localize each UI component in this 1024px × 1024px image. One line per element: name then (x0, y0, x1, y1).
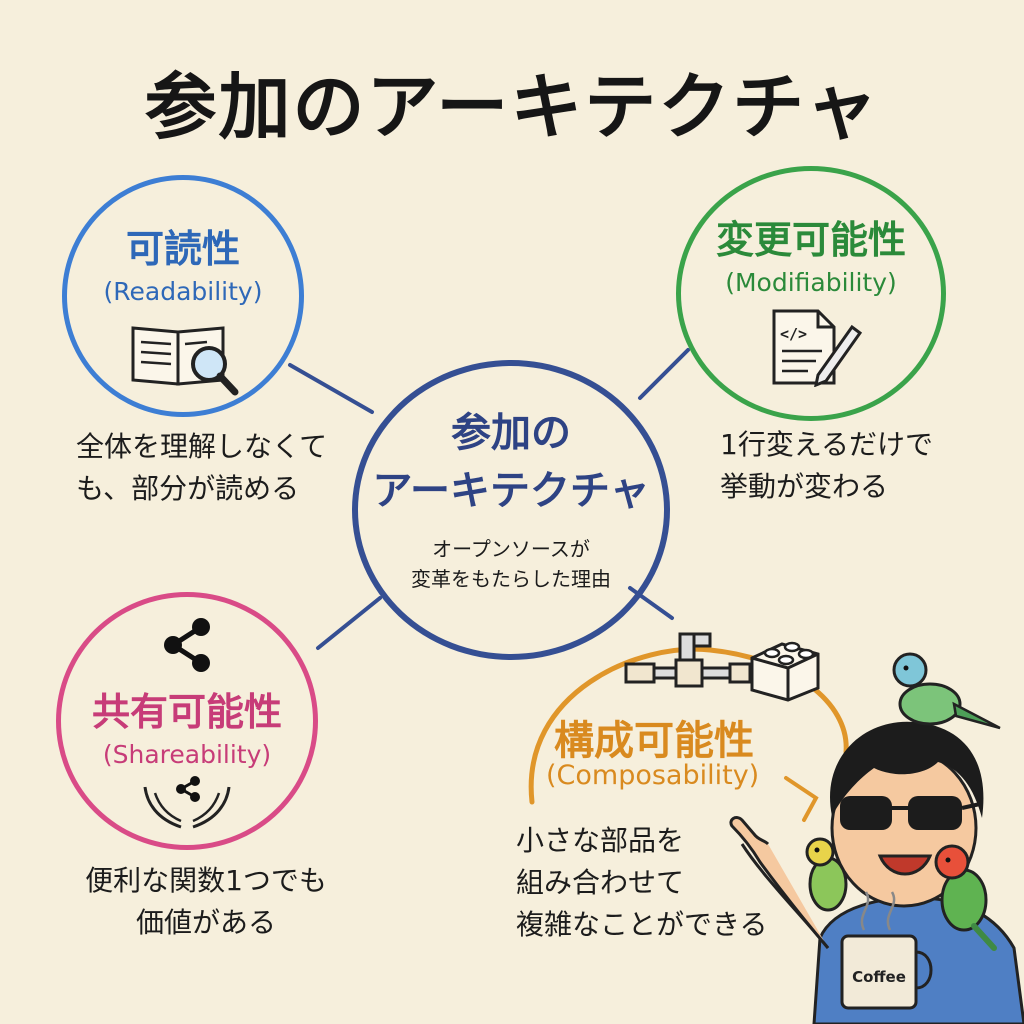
connector-shareability (316, 596, 382, 650)
hands-share-icon (143, 776, 231, 829)
readability-circle: 可読性 (Readability) (62, 175, 304, 417)
shareability-circle: 共有可能性 (Shareability) (56, 592, 318, 850)
center-circle: 参加の アーキテクチャ オープンソースが 変革をもたらした理由 (352, 360, 670, 660)
coffee-mug-icon (840, 891, 933, 1010)
pointing-hand-icon (729, 816, 830, 949)
parakeet-left-icon (805, 837, 848, 912)
composability-arc (528, 646, 849, 805)
composability-english: (Composability) (546, 760, 760, 791)
character-illustration: Coffee (729, 652, 1024, 1024)
connector-readability (288, 363, 374, 414)
readability-english: (Readability) (103, 277, 263, 306)
modifiability-desc-line1: 1行変えるだけで (720, 428, 933, 461)
modifiability-title: 変更可能性 (715, 218, 906, 262)
parakeet-right-icon (934, 844, 997, 951)
pipe-and-block-icon (624, 632, 820, 702)
hair-icon (830, 721, 984, 818)
composability-desc-line3: 複雑なことができる (516, 908, 768, 941)
speech-mark-icon (784, 776, 819, 822)
modifiability-english: (Modifiability) (725, 268, 897, 297)
modifiability-circle: 変更可能性 (Modifiability) </> (676, 166, 946, 421)
shareability-title: 共有可能性 (91, 690, 282, 734)
center-title-line2: アーキテクチャ (372, 468, 650, 514)
readability-title: 可読性 (125, 227, 240, 271)
readability-desc-line1: 全体を理解しなくて (76, 430, 328, 463)
svg-text:</>: </> (780, 325, 807, 343)
readability-desc-line2: も、部分が読める (76, 472, 300, 505)
center-subtitle-line1: オープンソースが (432, 537, 590, 561)
sunglasses-icon (840, 796, 892, 830)
composability-desc-line1: 小さな部品を (516, 824, 685, 857)
mouth-icon (877, 854, 933, 876)
composability-desc-line2: 組み合わせて (516, 866, 685, 899)
shareability-desc-line2: 価値がある (135, 906, 276, 939)
shareability-english: (Shareability) (102, 740, 272, 769)
connector-modifiability (638, 348, 690, 400)
shareability-description: 便利な関数1つでも 価値がある (76, 860, 336, 944)
composability-title: 構成可能性 (554, 718, 754, 764)
readability-description: 全体を理解しなくて も、部分が読める (76, 426, 327, 510)
composability-description: 小さな部品を 組み合わせて 複雑なことができる (516, 820, 767, 946)
open-book-magnifier-icon (131, 326, 239, 396)
share-icon (164, 618, 210, 672)
code-document-pencil-icon: </> (772, 309, 863, 387)
mug-label: Coffee (852, 968, 906, 986)
modifiability-description: 1行変えるだけで 挙動が変わる (720, 424, 933, 508)
shareability-desc-line1: 便利な関数1つでも (85, 864, 327, 897)
page-title: 参加のアーキテクチャ (144, 65, 880, 149)
center-title-line1: 参加の (451, 410, 571, 456)
center-subtitle-line2: 変革をもたらした理由 (411, 567, 611, 591)
parakeet-top-icon (892, 652, 1001, 730)
modifiability-desc-line2: 挙動が変わる (720, 470, 889, 503)
